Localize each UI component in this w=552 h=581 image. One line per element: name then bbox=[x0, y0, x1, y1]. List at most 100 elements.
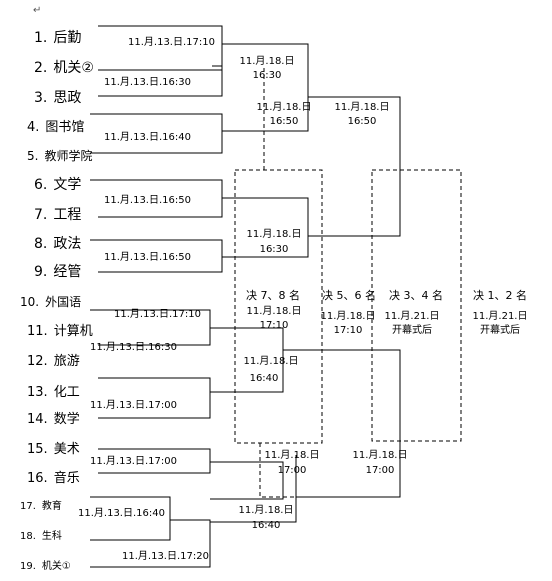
match-time: 17:10 bbox=[259, 320, 289, 331]
bracket-line bbox=[210, 327, 284, 393]
bracket-line bbox=[98, 377, 211, 419]
team-entry: 9. 经管 bbox=[34, 265, 81, 279]
match-time: 17:10 bbox=[333, 325, 363, 336]
team-entry: 1. 后勤 bbox=[34, 31, 81, 45]
bracket-line bbox=[98, 25, 223, 67]
team-rank: 2. bbox=[34, 60, 48, 76]
match-time: 16:30 bbox=[259, 244, 289, 255]
match-time: 开幕式后 bbox=[392, 325, 432, 336]
team-rank: 7. bbox=[34, 207, 48, 223]
team-rank: 4. bbox=[27, 120, 40, 135]
match-date: 11.月.18.日 bbox=[320, 311, 376, 322]
match-date: 11.月.18.日 bbox=[246, 306, 302, 317]
team-name: 旅游 bbox=[53, 354, 80, 369]
team-entry: 6.文学 bbox=[34, 178, 81, 192]
team-rank: 13. bbox=[27, 385, 48, 400]
team-entry: 14.数学 bbox=[27, 413, 80, 426]
team-name: 工程 bbox=[53, 207, 82, 223]
match-time: 16:50 bbox=[347, 116, 377, 127]
match-time: 11.月.13.日.17:10 bbox=[114, 309, 201, 320]
match-time: 11.月.13.日.17:00 bbox=[90, 400, 177, 411]
bracket-line bbox=[283, 349, 401, 498]
team-name: 化工 bbox=[53, 385, 80, 400]
team-name: 教育 bbox=[41, 501, 62, 512]
team-rank: 6. bbox=[34, 177, 48, 193]
paragraph-mark: ↵ bbox=[33, 5, 42, 16]
team-name: 外国语 bbox=[45, 295, 82, 309]
match-date: 11.月.18.日 bbox=[264, 450, 320, 461]
bracket-line bbox=[90, 496, 171, 541]
team-entry: 13. 化工 bbox=[27, 386, 80, 399]
match-time: 17:00 bbox=[277, 465, 307, 476]
team-entry: 12. 旅游 bbox=[27, 355, 80, 368]
match-time: 11.月.13.日.16:40 bbox=[104, 132, 191, 143]
match-date: 11.月.21.日 bbox=[472, 311, 528, 322]
team-name: 美术 bbox=[53, 442, 80, 457]
team-entry: 18.生科 bbox=[20, 532, 62, 542]
team-rank: 12. bbox=[27, 354, 48, 369]
match-date: 11.月.18.日 bbox=[334, 102, 390, 113]
match-time: 16:30 bbox=[252, 70, 282, 81]
bracket-line bbox=[98, 66, 223, 97]
match-time: 11.月.13.日.17:00 bbox=[90, 456, 177, 467]
team-rank: 14. bbox=[27, 412, 48, 427]
team-entry: 10. 外国语 bbox=[20, 296, 81, 308]
team-rank: 15. bbox=[27, 442, 48, 457]
match-date: 11.月.18.日 bbox=[243, 356, 299, 367]
final-label: 决 3、4 名 bbox=[389, 289, 443, 302]
match-date: 11.月.18.日 bbox=[239, 56, 295, 67]
match-time: 开幕式后 bbox=[480, 325, 520, 336]
team-entry: 5. 教师学院 bbox=[27, 150, 92, 162]
team-rank: 10. bbox=[20, 295, 40, 309]
team-rank: 3. bbox=[34, 90, 48, 106]
dashed-line bbox=[259, 443, 322, 498]
team-rank: 5. bbox=[27, 149, 39, 163]
team-entry: 15. 美术 bbox=[27, 443, 80, 456]
match-time: 16:40 bbox=[249, 373, 279, 384]
match-date: 11.月.18.日 bbox=[352, 450, 408, 461]
bracket-line bbox=[90, 113, 223, 154]
team-name: 音乐 bbox=[53, 471, 80, 486]
match-date: 11.月.18.日 bbox=[256, 102, 312, 113]
team-rank: 9. bbox=[34, 264, 48, 280]
match-time: 11.月.13.日.16:50 bbox=[104, 252, 191, 263]
team-entry: 19.机关① bbox=[20, 562, 71, 572]
team-name: 机关① bbox=[41, 561, 71, 572]
dashed-box bbox=[371, 169, 462, 442]
match-date: 11.月.18.日 bbox=[238, 505, 294, 516]
match-time: 11.月.13.日.17:20 bbox=[122, 551, 209, 562]
team-rank: 1. bbox=[34, 30, 48, 46]
team-rank: 11. bbox=[27, 324, 48, 339]
bracket-line bbox=[90, 519, 211, 568]
match-time: 11.月.13.日.16:30 bbox=[104, 77, 191, 88]
team-entry: 4. 图书馆 bbox=[27, 121, 84, 134]
bracket-line bbox=[210, 455, 297, 523]
match-time: 16:50 bbox=[269, 116, 299, 127]
team-name: 教师学院 bbox=[44, 149, 93, 163]
team-name: 后勤 bbox=[53, 30, 82, 46]
team-rank: 16. bbox=[27, 471, 48, 486]
team-rank: 8. bbox=[34, 236, 48, 252]
match-date: 11.月.21.日 bbox=[384, 311, 440, 322]
bracket-line bbox=[222, 197, 309, 258]
final-label: 决 5、6 名 bbox=[322, 289, 376, 302]
dashed-box bbox=[234, 169, 323, 444]
team-entry: 11. 计算机 bbox=[27, 325, 93, 338]
bracket-line bbox=[222, 43, 309, 132]
team-rank: 18. bbox=[20, 531, 36, 542]
team-name: 图书馆 bbox=[45, 120, 85, 135]
team-entry: 7. 工程 bbox=[34, 208, 81, 222]
bracket-line bbox=[98, 448, 211, 474]
final-label: 决 7、8 名 bbox=[246, 289, 300, 302]
match-time: 17:00 bbox=[365, 465, 395, 476]
final-label: 决 1、2 名 bbox=[473, 289, 527, 302]
match-time: 11.月.13.日.16:30 bbox=[90, 342, 177, 353]
team-entry: 16. 音乐 bbox=[27, 472, 80, 485]
team-rank: 17. bbox=[20, 501, 36, 512]
team-entry: 3.思政 bbox=[34, 91, 81, 105]
team-name: 政法 bbox=[53, 236, 82, 252]
match-time: 11.月.13.日.16:50 bbox=[104, 195, 191, 206]
team-name: 经管 bbox=[53, 264, 82, 280]
team-name: 计算机 bbox=[53, 324, 93, 339]
